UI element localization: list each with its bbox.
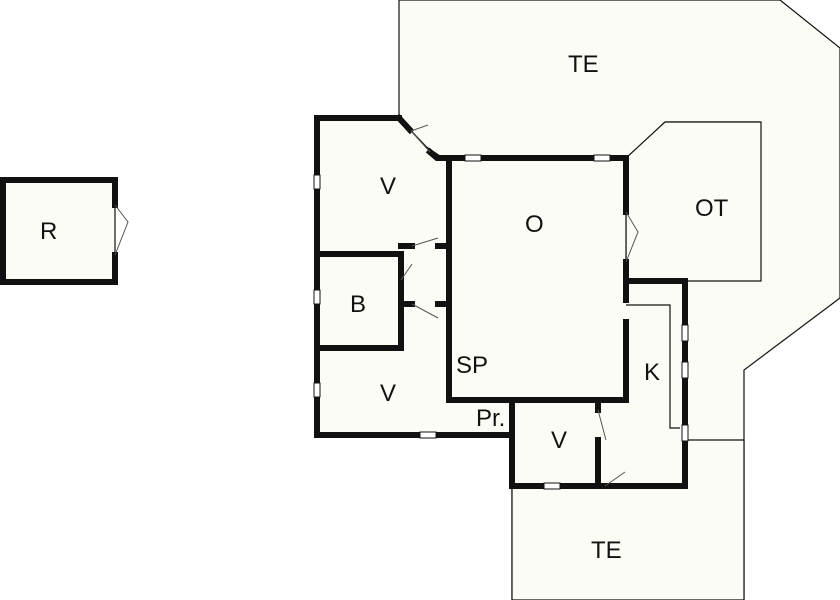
door-swing xyxy=(400,263,413,281)
window xyxy=(313,174,321,190)
window xyxy=(593,154,611,162)
room-label-sleeping-alcove: SP xyxy=(456,352,488,379)
room-label-living: O xyxy=(525,211,544,238)
room-label-kitchen: K xyxy=(644,359,660,386)
door-swing xyxy=(411,303,439,319)
door-swing xyxy=(411,237,439,247)
room-label-terrace-north: TE xyxy=(568,51,599,78)
room-label-terrace-south: TE xyxy=(591,537,622,564)
window xyxy=(419,431,437,439)
living-west-wall xyxy=(446,155,629,403)
door-swing xyxy=(597,409,607,441)
window xyxy=(681,361,689,379)
room-label-bathroom: B xyxy=(350,291,366,318)
window xyxy=(681,324,689,342)
window xyxy=(681,424,689,442)
window xyxy=(313,382,321,398)
window xyxy=(464,154,482,162)
storage-shed-area xyxy=(2,179,116,283)
room-label-bedroom-bottom: V xyxy=(380,380,396,407)
house-north-wall xyxy=(394,113,415,135)
door-swing xyxy=(410,124,431,153)
room-label-bedroom-top: V xyxy=(380,173,396,200)
door-swing xyxy=(625,211,639,263)
house-outer-wall xyxy=(314,115,688,489)
room-label-hallway: Pr. xyxy=(476,405,505,432)
outdoor-terrace-area xyxy=(625,121,762,282)
kitchen-counter xyxy=(626,304,680,429)
room-label-outdoor-terrace: OT xyxy=(695,195,729,222)
room-label-bedroom-small: V xyxy=(551,427,567,454)
window xyxy=(543,482,561,490)
house-north-wall-2 xyxy=(425,147,629,215)
shed-wall xyxy=(0,177,118,285)
door-swing xyxy=(114,204,129,256)
window xyxy=(313,289,321,305)
room-label-storage-shed: R xyxy=(40,218,57,245)
door-swing xyxy=(604,471,626,487)
